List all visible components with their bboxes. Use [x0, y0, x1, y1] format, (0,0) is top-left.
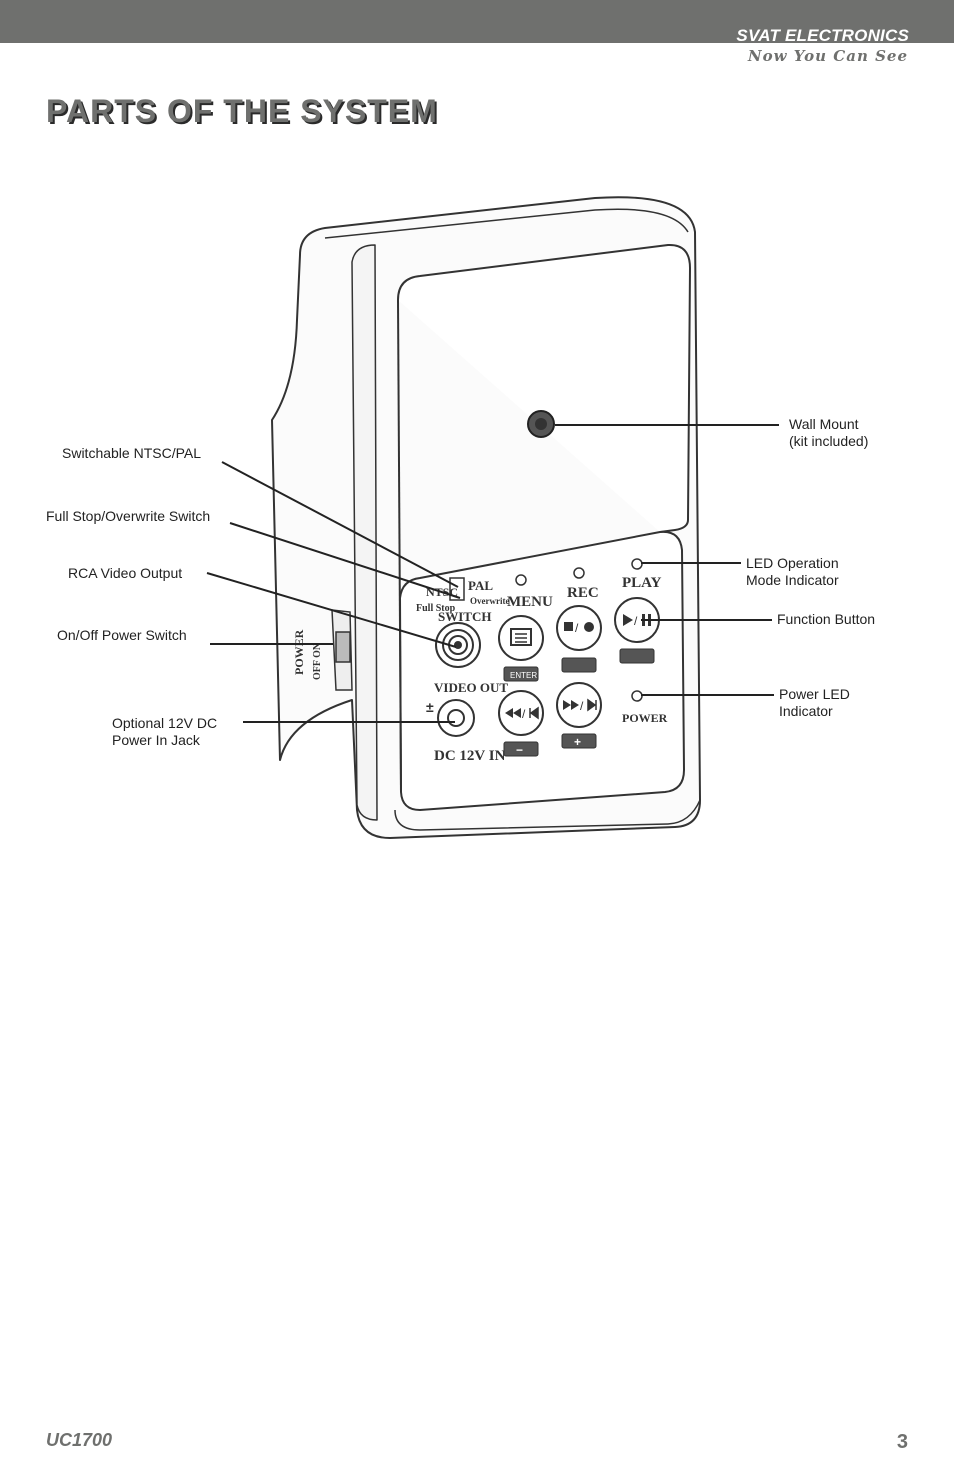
page-title: PARTS OF THE SYSTEM — [46, 93, 438, 129]
off-on-label: OFF ON — [312, 642, 323, 680]
brand-name: SVAT ELECTRONICS — [736, 26, 909, 45]
rewind-icon — [505, 708, 521, 718]
menu-label: MENU — [507, 594, 553, 610]
fast-forward-icon — [563, 700, 579, 710]
play-icon — [623, 614, 633, 626]
leader-lines — [206, 424, 779, 723]
plus-tag — [561, 733, 597, 749]
callout-wall-mount-line1: Wall Mount — [789, 416, 859, 432]
video-out-label: VIDEO OUT — [434, 680, 508, 695]
pal-label: PAL — [468, 578, 493, 593]
menu-led — [515, 574, 527, 586]
switch-label: SWITCH — [438, 609, 491, 624]
power-switch — [331, 609, 353, 691]
svg-text:/: / — [575, 621, 579, 635]
rec-label: REC — [567, 585, 599, 601]
callout-rca: RCA Video Output — [68, 565, 183, 581]
overwrite-label: Overwrite — [470, 596, 509, 606]
callout-led-mode-line2: Mode Indicator — [746, 572, 839, 588]
minus-tag — [503, 741, 539, 757]
rec-tag — [561, 657, 597, 673]
rca-video-output — [435, 622, 481, 668]
callout-power-led: Power LED Indicator — [779, 686, 850, 720]
power-led-label: POWER — [622, 711, 668, 725]
brand-tagline: Now You Can See — [747, 47, 908, 65]
menu-grid-icon — [510, 628, 532, 646]
menu-tag — [503, 666, 539, 682]
svg-text:±: ± — [426, 699, 434, 715]
play-tag — [619, 648, 655, 664]
callout-full-stop: Full Stop/Overwrite Switch — [46, 508, 211, 524]
svg-text:/: / — [634, 614, 638, 628]
record-stop-button — [556, 605, 602, 651]
footer-model: UC1700 — [46, 1430, 113, 1450]
device-side-panel — [351, 244, 378, 821]
callout-dc-jack-line1: Optional 12V DC — [112, 715, 218, 731]
enter-tag-label: ENTER — [510, 671, 537, 680]
leader-ntsc-pal — [221, 461, 459, 588]
page-number: 3 — [896, 1431, 908, 1453]
dc-power-jack — [437, 699, 475, 737]
header-bar — [0, 0, 954, 43]
pause-icon — [642, 614, 651, 626]
callout-dc-jack-line2: Power In Jack — [112, 732, 200, 748]
play-led — [631, 558, 643, 570]
svg-text:/: / — [522, 707, 526, 721]
callout-function-button: Function Button — [777, 611, 876, 627]
callout-dc-jack: Optional 12V DC Power In Jack — [112, 715, 217, 749]
callout-wall-mount-line2: (kit included) — [789, 433, 869, 449]
leader-full-stop — [229, 522, 461, 599]
dc-in-label: DC 12V IN — [434, 748, 506, 764]
leader-rca — [206, 572, 457, 648]
callout-ntsc-pal: Switchable NTSC/PAL — [62, 445, 202, 461]
record-icon — [584, 622, 594, 632]
full-stop-label: Full Stop — [416, 603, 456, 614]
callout-power-led-line1: Power LED — [779, 686, 850, 702]
callout-power-led-line2: Indicator — [779, 703, 833, 719]
power-side-label: POWER — [292, 629, 306, 675]
rec-led — [573, 567, 585, 579]
callout-led-mode: LED Operation Mode Indicator — [746, 555, 839, 589]
callout-wall-mount: Wall Mount (kit included) — [789, 416, 868, 450]
device-top-edge — [324, 208, 689, 239]
callout-power-switch: On/Off Power Switch — [57, 627, 187, 643]
power-led — [631, 690, 643, 702]
play-label: PLAY — [622, 575, 662, 591]
callout-led-mode-line1: LED Operation — [746, 555, 839, 571]
control-panel — [399, 530, 685, 811]
svg-text:/: / — [580, 699, 584, 713]
device-diagram: POWER OFF ON NTSC PAL Full Stop Overwrit… — [206, 196, 779, 839]
minus-tag-label: − — [516, 743, 523, 757]
device-front-panel — [397, 243, 691, 533]
stop-icon — [564, 622, 573, 631]
plus-tag-label: + — [574, 735, 581, 749]
